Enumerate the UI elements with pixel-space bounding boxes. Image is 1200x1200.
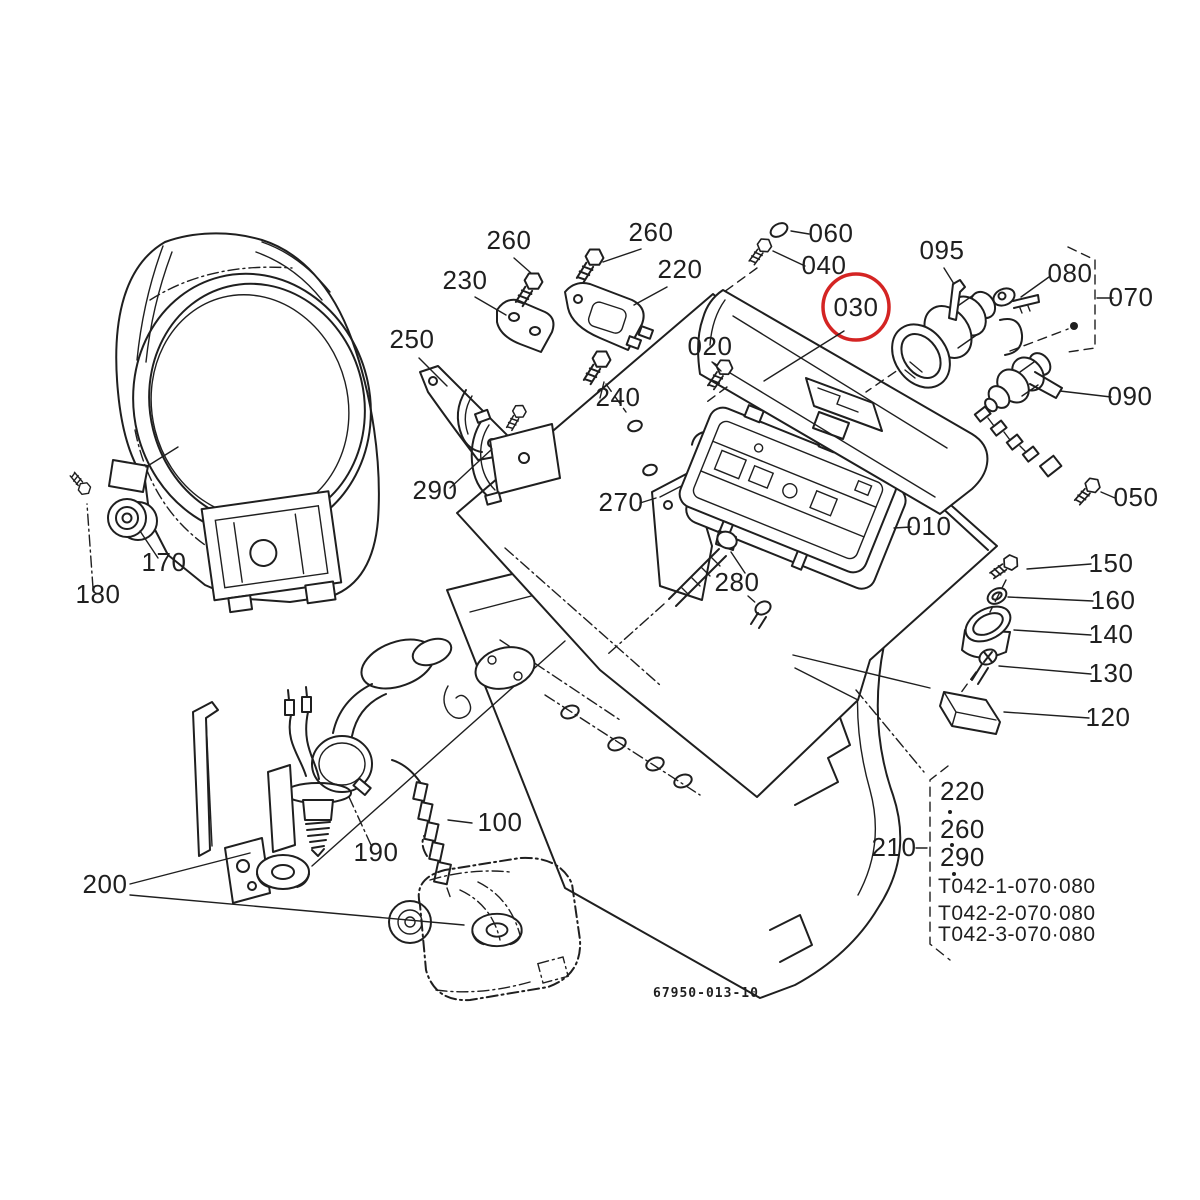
callout-130: 130 (1089, 658, 1134, 688)
drawing-number: 67950-013-10 (653, 986, 759, 1001)
callout-180: 180 (76, 579, 121, 609)
callout-030-highlighted: 030 (834, 292, 879, 322)
bolt-050 (1071, 474, 1104, 508)
assembly-axis-lines (959, 579, 1007, 695)
callout-010: 010 (907, 511, 952, 541)
callout-270: 270 (599, 487, 644, 517)
callout-240: 240 (596, 382, 641, 412)
ref-code-3: T042-3-070·080 (938, 923, 1096, 946)
callout-040: 040 (802, 250, 847, 280)
hose-clamp-190 (311, 735, 373, 796)
reference-bracket-070 (1009, 246, 1096, 353)
fuel-sender (284, 686, 352, 857)
callout-120: 120 (1086, 702, 1131, 732)
cover-120 (939, 691, 1001, 735)
light-switch (973, 352, 1063, 478)
callout-060: 060 (809, 218, 854, 248)
callout-280: 280 (715, 567, 760, 597)
reference-box: 210 220 260 290 T042-1-070·080 T042-2-07… (872, 765, 1096, 961)
callout-020: 020 (688, 331, 733, 361)
callout-170: 170 (142, 547, 187, 577)
bolt-240 (579, 346, 615, 388)
speedometer-cable (607, 530, 772, 655)
fan-shroud (115, 232, 380, 614)
key-080 (992, 287, 1040, 314)
reference-leader-line (855, 689, 925, 773)
wire-100 (391, 759, 453, 903)
sender-bracket (192, 701, 296, 904)
bolt-150 (987, 551, 1022, 583)
washer-160 (986, 587, 1008, 605)
callout-190: 190 (354, 837, 399, 867)
ref-item-220: 220 (940, 776, 985, 806)
nut-060 (769, 222, 789, 238)
instrument-cluster (678, 404, 907, 590)
callout-260-a: 260 (487, 225, 532, 255)
callout-250: 250 (390, 324, 435, 354)
callout-290: 290 (413, 475, 458, 505)
bracket-290 (470, 401, 561, 506)
callout-100: 100 (478, 807, 523, 837)
callout-labels: 260 260 230 220 250 240 290 020 060 040 … (76, 217, 1159, 899)
callout-140: 140 (1089, 619, 1134, 649)
instrument-panel-cover (697, 289, 989, 515)
bolt-260-a (511, 268, 547, 310)
callout-080: 080 (1048, 258, 1093, 288)
key-switch (891, 290, 1024, 389)
leader-lines (86, 230, 1116, 926)
knob-140 (961, 605, 1012, 659)
bolt-020-axis (703, 386, 728, 405)
callout-260-b: 260 (629, 217, 674, 247)
bolt-240-axis (605, 383, 627, 413)
thermostat-housing (332, 637, 536, 737)
key-switch-clip-095 (948, 279, 966, 321)
cowl-bracket-230 (496, 298, 555, 353)
alternator (388, 835, 582, 1002)
ref-item-260: 260 (940, 814, 985, 844)
callout-095: 095 (920, 235, 965, 265)
pulley-bolt (67, 469, 94, 498)
ref-code-2: T042-2-070·080 (938, 902, 1096, 925)
callout-050: 050 (1114, 482, 1159, 512)
bolt-040 (745, 234, 775, 268)
callout-220: 220 (658, 254, 703, 284)
ref-item-290: 290 (940, 842, 985, 872)
callout-230: 230 (443, 265, 488, 295)
callout-070: 070 (1109, 282, 1154, 312)
callout-090: 090 (1108, 381, 1153, 411)
callout-150: 150 (1089, 548, 1134, 578)
highlight-circle (821, 272, 891, 342)
cowl-bracket-220 (564, 282, 655, 351)
bolt-260-b (572, 244, 608, 286)
ref-code-1: T042-1-070·080 (938, 875, 1096, 898)
bolt-040-axis (723, 267, 758, 293)
grommet-upper (256, 854, 310, 890)
screw-130 (971, 648, 998, 685)
callout-200: 200 (83, 869, 128, 899)
callout-210: 210 (872, 832, 917, 862)
callout-160: 160 (1091, 585, 1136, 615)
tension-pulley (107, 446, 179, 541)
